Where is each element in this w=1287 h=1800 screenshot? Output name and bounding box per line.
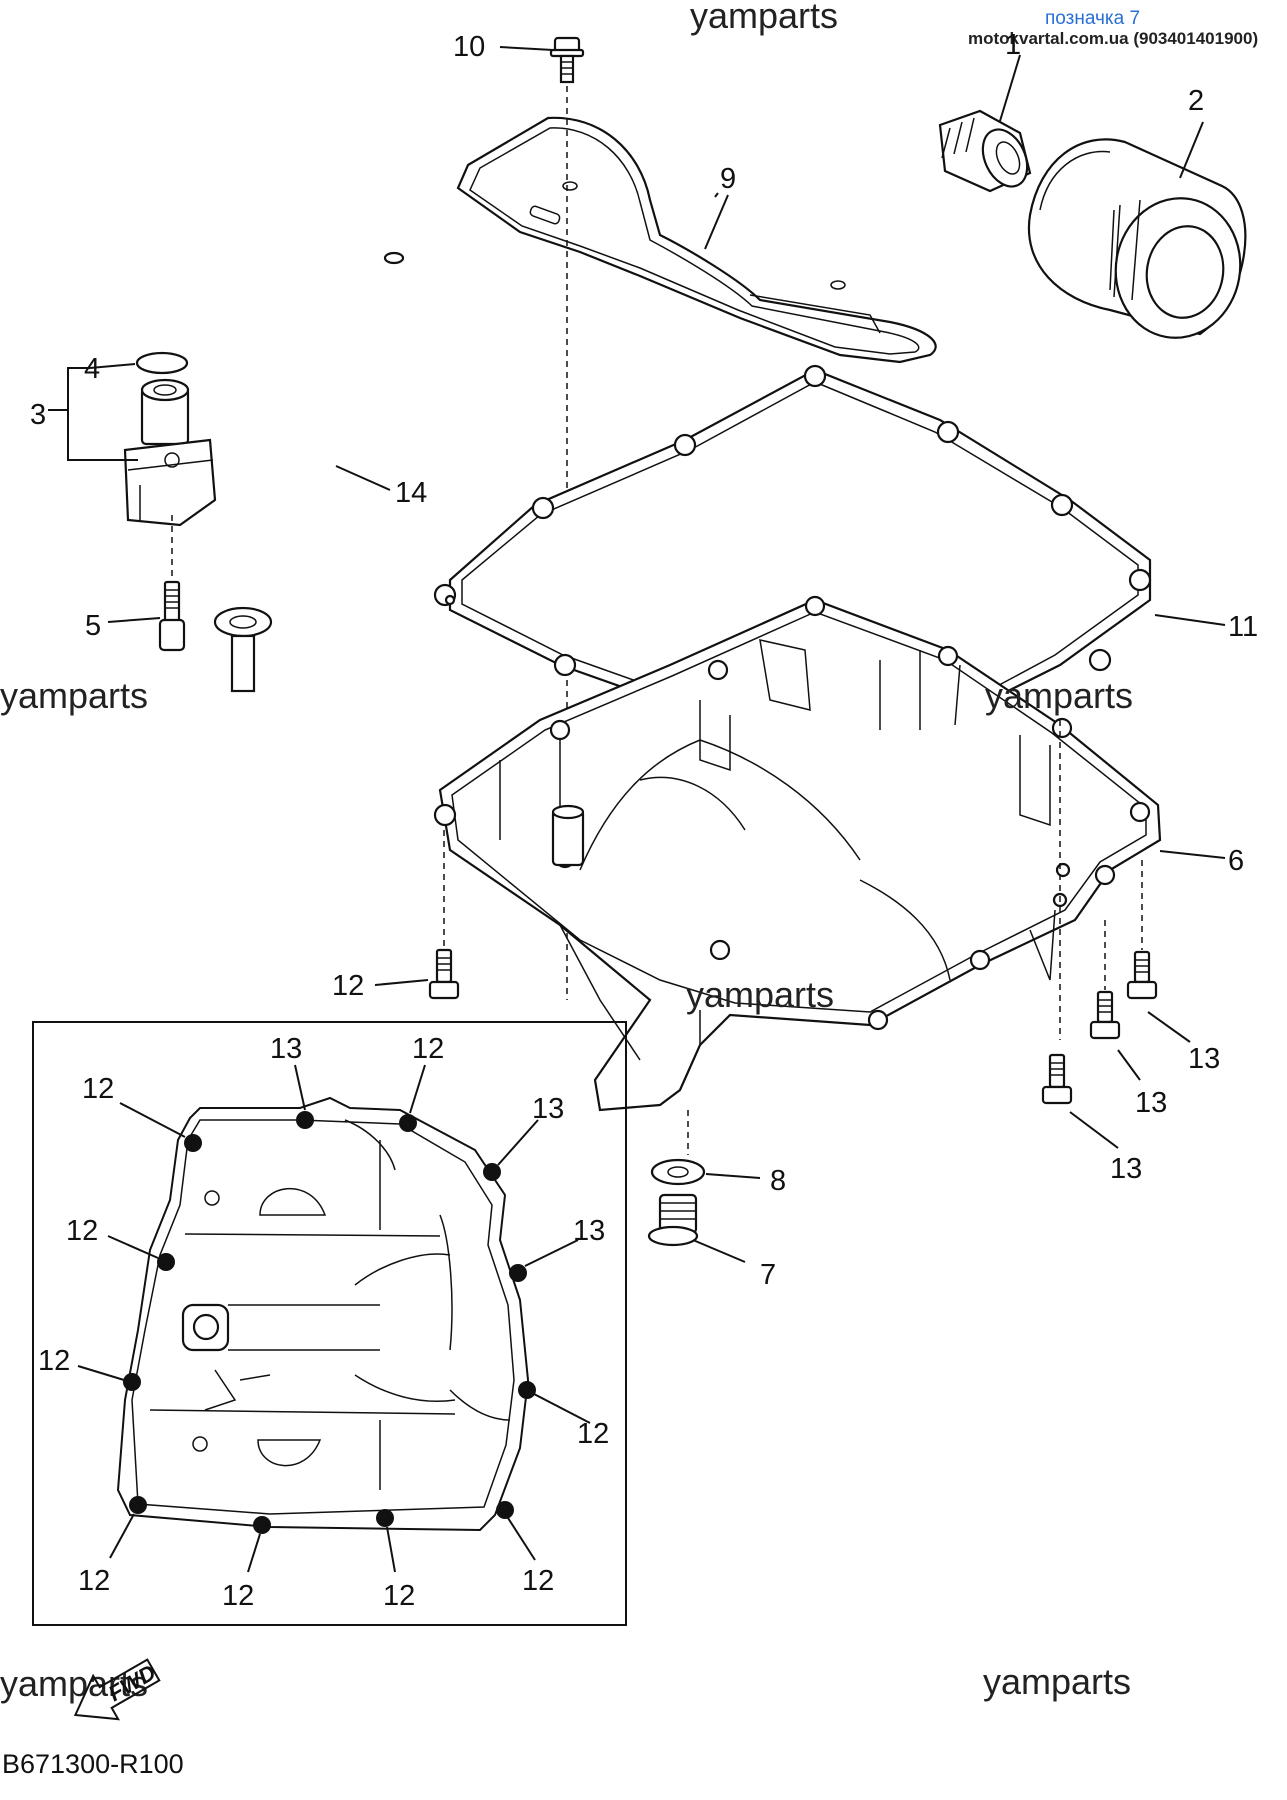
callout-6: 6	[1228, 845, 1244, 877]
inset-bolt-pattern: 12 13 12 13 12 13 12 12 12 12 12 12	[32, 1021, 627, 1626]
part-8-washer	[650, 1110, 761, 1186]
diagram-code: B671300-R100	[2, 1749, 184, 1779]
badge-label: позначка 7	[1045, 8, 1140, 29]
callout-13b: 13	[1135, 1087, 1167, 1119]
part-14-oil-tube	[213, 251, 405, 693]
inset-label: 12	[577, 1418, 609, 1450]
inset-label: 12	[38, 1345, 70, 1377]
inset-label: 13	[573, 1215, 605, 1247]
callout-13a: 13	[1188, 1043, 1220, 1075]
callout-3: 3	[30, 399, 46, 431]
callout-10: 10	[453, 31, 485, 63]
watermark-top: yamparts	[690, 0, 838, 36]
inset-label: 12	[383, 1580, 415, 1612]
watermark: yamparts	[0, 1663, 148, 1704]
callout-8: 8	[770, 1165, 786, 1197]
callout-9: 9	[720, 163, 736, 195]
watermark: yamparts	[985, 675, 1133, 716]
part-3-sensor-assembly	[48, 351, 217, 527]
callout-5: 5	[85, 610, 101, 642]
site-label: motokvartal.com.ua (903401401900)	[968, 29, 1258, 48]
part-13-bolts	[1041, 860, 1191, 1149]
watermark: yamparts	[0, 675, 148, 716]
inset-label: 12	[522, 1565, 554, 1597]
inset-label: 12	[78, 1565, 110, 1597]
inset-label: 12	[412, 1033, 444, 1065]
part-12-bolt	[374, 830, 460, 1000]
watermark: yamparts	[983, 1661, 1131, 1702]
part-2-oil-filter	[1027, 121, 1247, 339]
inset-label: 13	[270, 1033, 302, 1065]
callout-2: 2	[1188, 85, 1204, 117]
inset-label: 12	[222, 1580, 254, 1612]
part-7-drain-plug	[647, 1193, 746, 1263]
callout-11: 11	[1228, 611, 1258, 643]
part-1-oil-fitting	[938, 54, 1032, 193]
inset-label: 12	[66, 1215, 98, 1247]
part-9-strainer-plate	[456, 116, 937, 364]
callout-12: 12	[332, 970, 364, 1002]
callout-7: 7	[760, 1259, 776, 1291]
part-5-bolt	[107, 515, 186, 652]
callout-1: 1	[1005, 29, 1021, 61]
inset-label: 12	[82, 1073, 114, 1105]
callout-14: 14	[395, 477, 427, 509]
watermark: yamparts	[686, 974, 834, 1015]
inset-label: 13	[532, 1093, 564, 1125]
callout-13c: 13	[1110, 1153, 1142, 1185]
callout-4: 4	[84, 353, 100, 385]
part-6-oil-pan	[433, 595, 1226, 1112]
